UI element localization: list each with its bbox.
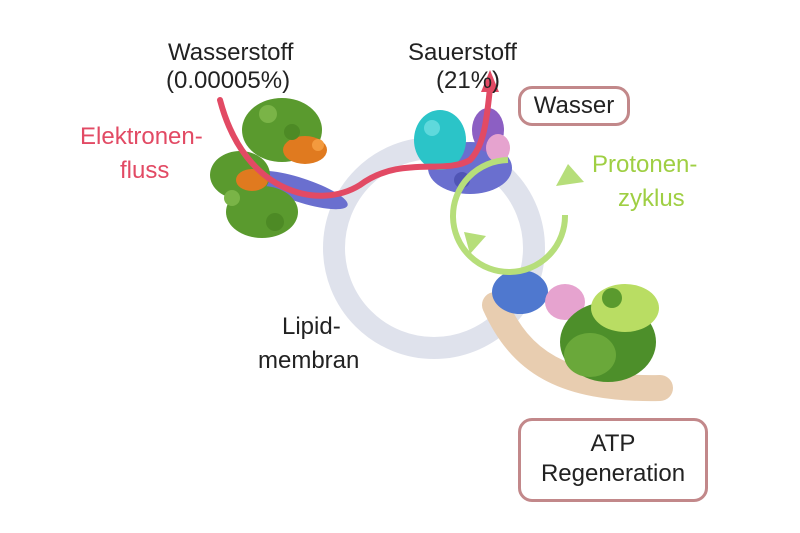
oxygen-percentage: (21%) bbox=[436, 67, 501, 94]
water-label: Wasser bbox=[533, 92, 615, 119]
electron-flow-label-line2: fluss bbox=[120, 157, 170, 184]
lipid-membrane-label-line1: Lipid- bbox=[282, 313, 341, 340]
atp-regeneration-box: ATP Regeneration bbox=[518, 418, 708, 502]
regeneration-label: Regeneration bbox=[540, 460, 686, 487]
atp-label: ATP bbox=[590, 430, 636, 457]
electron-flow-arrow bbox=[217, 85, 493, 199]
atp-synthase-protein bbox=[482, 270, 673, 402]
electron-flow-arrowhead bbox=[481, 70, 499, 92]
proton-cycle-label-line2: zyklus bbox=[618, 185, 685, 212]
hydrogenase-protein bbox=[210, 98, 348, 238]
proton-cycle-arrowhead-top bbox=[556, 164, 584, 186]
proton-cycle-arrow bbox=[450, 157, 569, 275]
water-box: Wasser bbox=[518, 86, 630, 126]
lipid-membrane-label-line2: membran bbox=[258, 347, 360, 374]
hydrogen-label: Wasserstoff bbox=[168, 39, 294, 66]
oxygen-label: Sauerstoff bbox=[408, 39, 517, 66]
proton-cycle-label-line1: Protonen- bbox=[592, 151, 698, 178]
hydrogen-percentage: (0.00005%) bbox=[166, 67, 291, 94]
electron-flow-label-line1: Elektronen- bbox=[80, 123, 203, 150]
proton-cycle-arrowhead-left bbox=[464, 232, 486, 254]
